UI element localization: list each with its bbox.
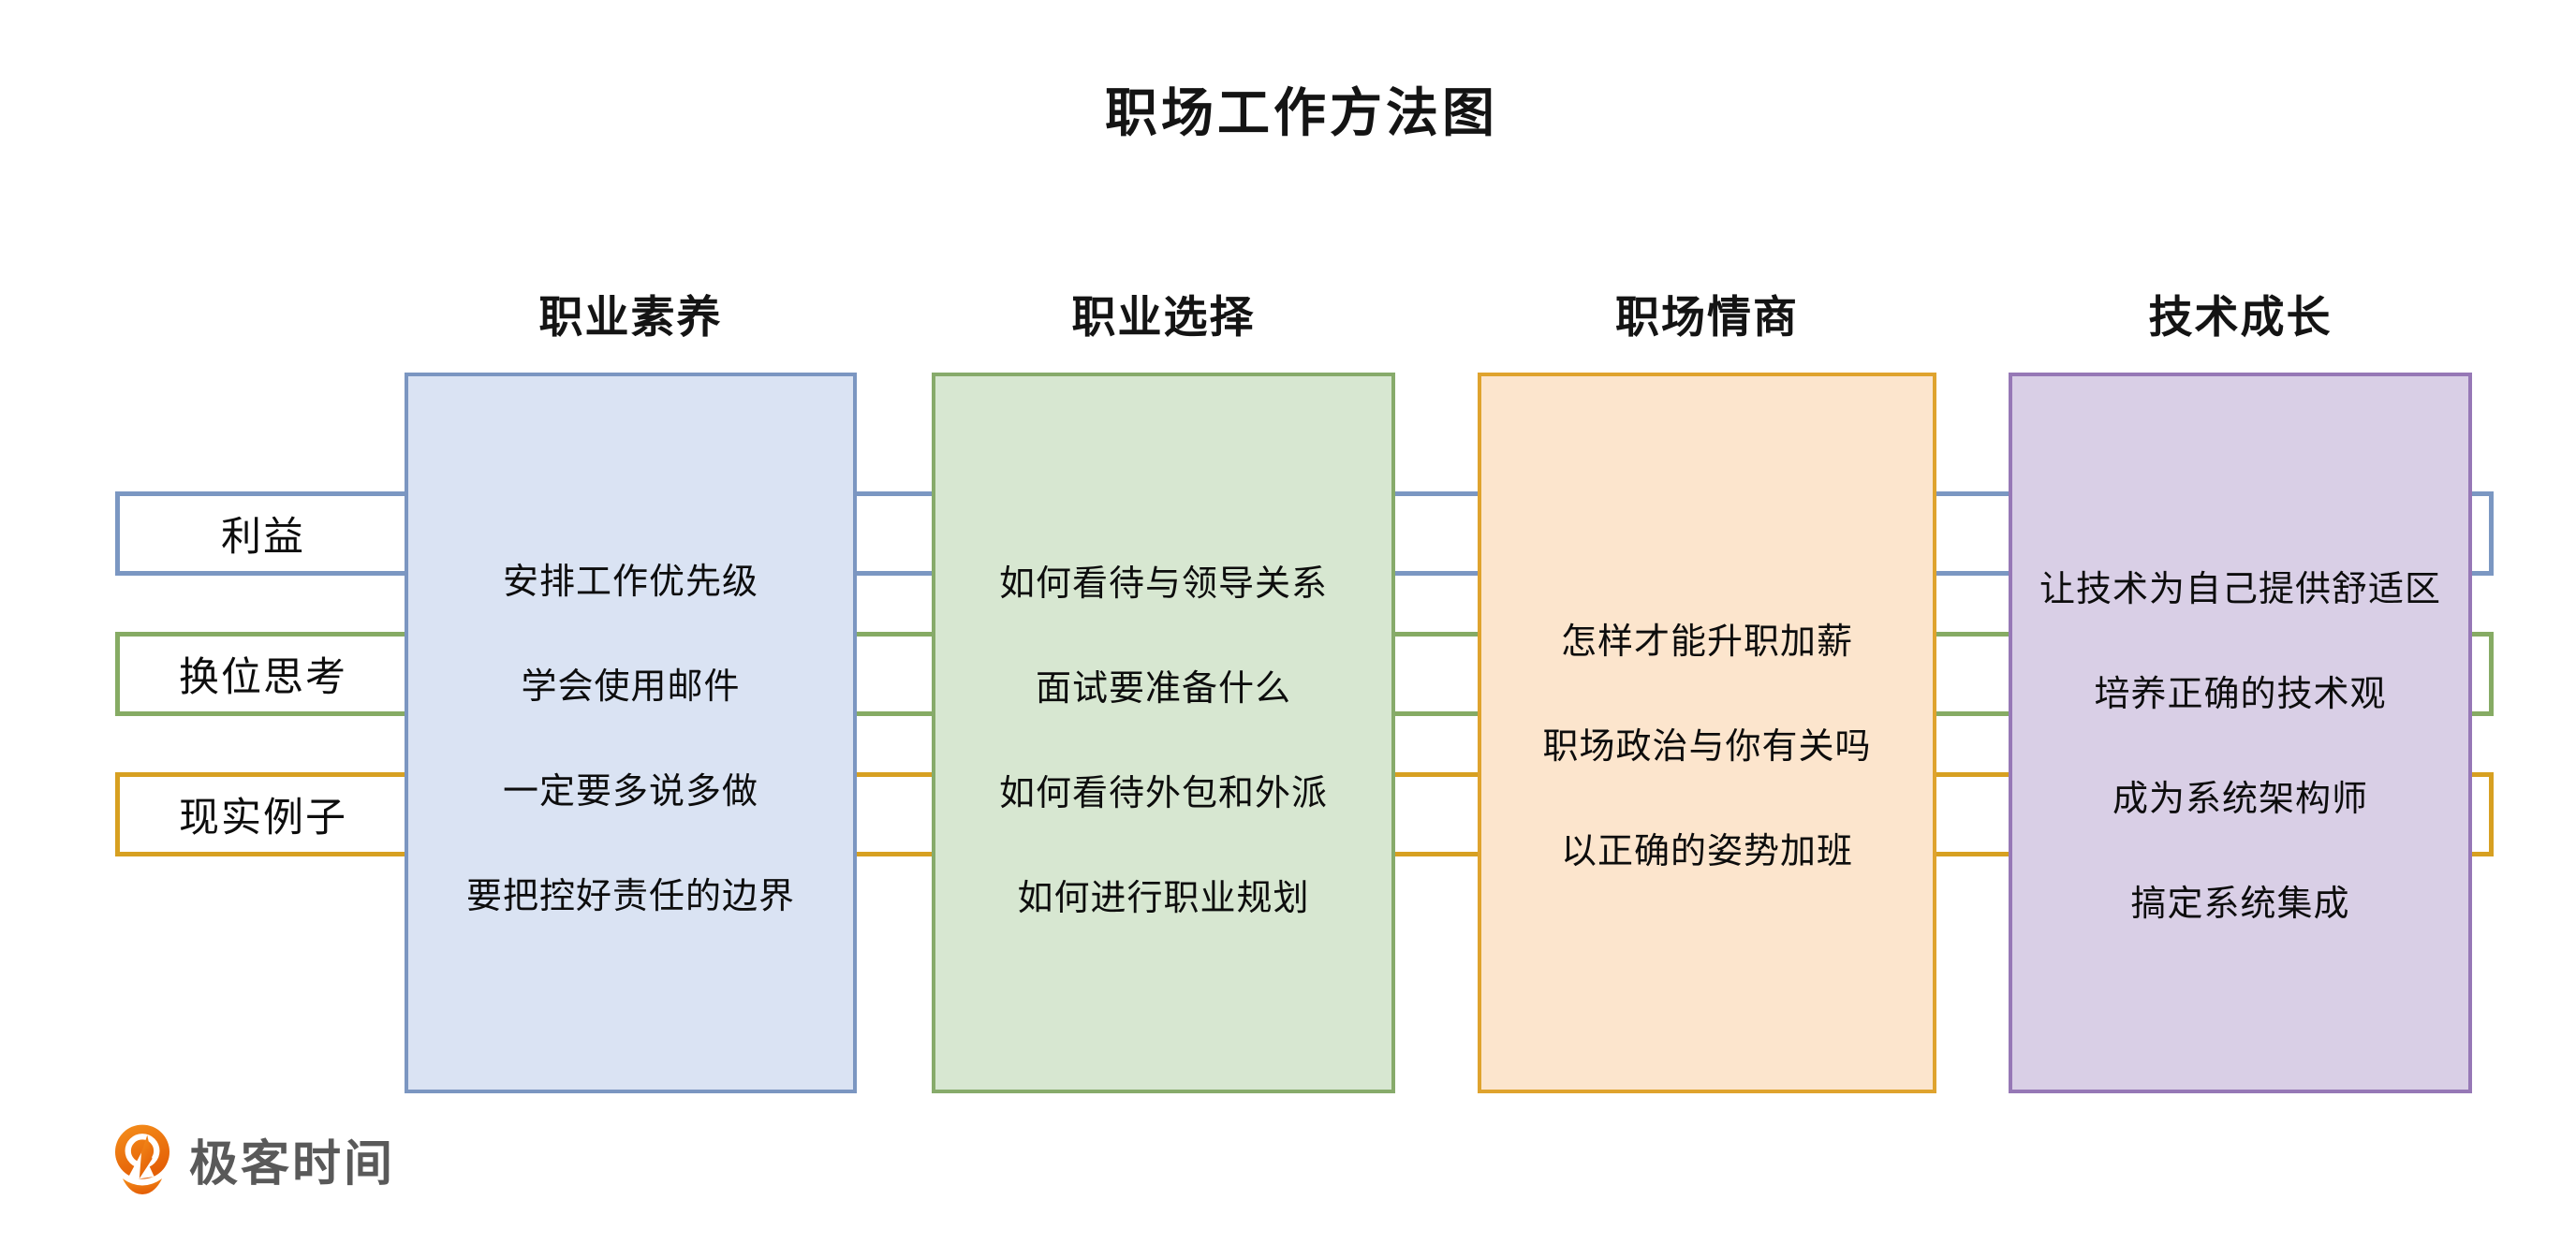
column-header-professionalism: 职业素养 <box>538 292 723 342</box>
column-item: 如何进行职业规划 <box>1017 878 1310 918</box>
column-item: 成为系统架构师 <box>2112 779 2368 819</box>
column-professionalism: 安排工作优先级 学会使用邮件 一定要多说多做 要把控好责任的边界 <box>405 373 857 1093</box>
column-item: 如何看待与领导关系 <box>998 563 1328 604</box>
column-item: 要把控好责任的边界 <box>465 876 795 916</box>
column-item: 让技术为自己提供舒适区 <box>2039 569 2441 609</box>
column-header-career-choice: 职业选择 <box>1071 292 1256 342</box>
column-item: 面试要准备什么 <box>1035 668 1291 709</box>
column-workplace-eq: 怎样才能升职加薪 职场政治与你有关吗 以正确的姿势加班 <box>1478 373 1936 1093</box>
column-item: 一定要多说多做 <box>502 771 758 812</box>
column-header-workplace-eq: 职场情商 <box>1615 292 1799 342</box>
column-item: 安排工作优先级 <box>502 562 758 602</box>
column-career-choice: 如何看待与领导关系 面试要准备什么 如何看待外包和外派 如何进行职业规划 <box>932 373 1395 1093</box>
geektime-logo-icon <box>114 1124 170 1194</box>
geektime-logo-text: 极客时间 <box>189 1136 396 1192</box>
column-item: 怎样才能升职加薪 <box>1560 622 1853 662</box>
column-item: 如何看待外包和外派 <box>998 773 1328 813</box>
row-label-interests: 利益 <box>221 515 305 560</box>
column-item: 搞定系统集成 <box>2130 884 2350 924</box>
column-item: 培养正确的技术观 <box>2094 674 2387 714</box>
column-item: 职场政治与你有关吗 <box>1542 726 1872 767</box>
column-header-tech-growth: 技术成长 <box>2148 292 2333 342</box>
row-label-examples: 现实例子 <box>179 796 347 841</box>
column-item: 以正确的姿势加班 <box>1560 831 1853 871</box>
row-label-perspective: 换位思考 <box>179 655 347 700</box>
page-title: 职场工作方法图 <box>1105 83 1498 142</box>
geektime-logo: 极客时间 <box>110 1106 395 1211</box>
column-tech-growth: 让技术为自己提供舒适区 培养正确的技术观 成为系统架构师 搞定系统集成 <box>2009 373 2472 1093</box>
column-item: 学会使用邮件 <box>521 666 741 707</box>
